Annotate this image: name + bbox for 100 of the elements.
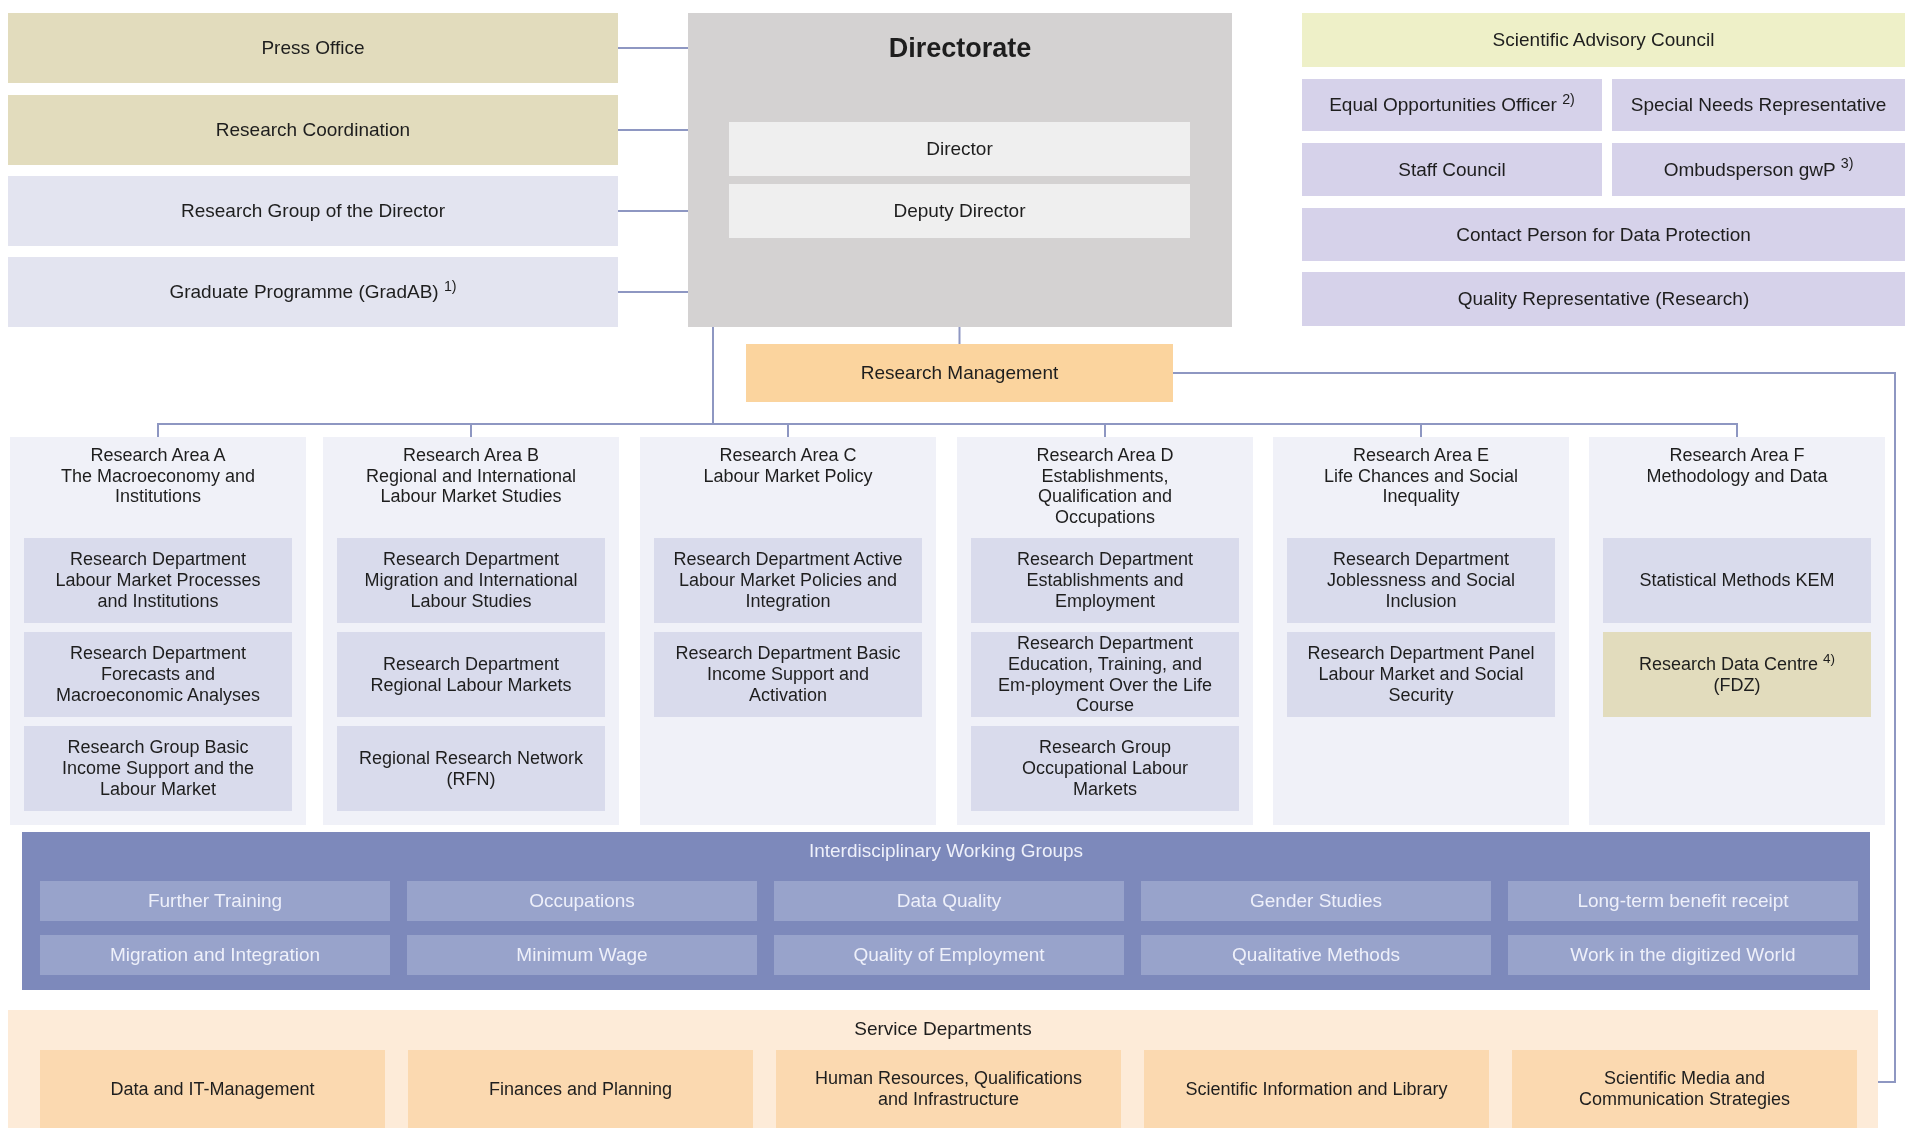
area-label: Research Area E xyxy=(1352,445,1490,466)
unit-box xyxy=(8,176,618,246)
unit-label: Research Department Education, Training, and Em-ployment Over the Life Course xyxy=(996,633,1214,716)
connector-line xyxy=(617,129,689,131)
unit-label: Director xyxy=(926,138,993,160)
unit-label: Data and IT-Management xyxy=(110,1078,315,1100)
unit-label: Research Group of the Director xyxy=(181,200,445,222)
unit-label: Graduate Programme (GradAB) $^{1)}$ xyxy=(169,281,457,303)
service-box xyxy=(1512,1050,1857,1128)
connector-line xyxy=(617,47,689,49)
unit-label: Equal Opportunities Officer $^{2)}$ xyxy=(1329,94,1575,116)
unit-label: Minimum Wage xyxy=(516,944,648,966)
panel-title: Service Departments xyxy=(854,1018,1032,1040)
working-group-box xyxy=(774,881,1124,921)
area-title: Life Chances and Social Inequality xyxy=(1322,465,1520,508)
area-label: Research Area B xyxy=(402,445,540,466)
research-area-panel xyxy=(640,437,936,825)
area-label: Research Area D xyxy=(1036,445,1174,466)
unit-label: Statistical Methods KEM xyxy=(1639,570,1835,591)
research-area-panel xyxy=(1589,437,1885,825)
working-group-box xyxy=(1508,935,1858,975)
unit-label: Research Department Migration and International Labour Studies xyxy=(363,549,579,612)
unit-label: Ombudsperson gwP $^{3)}$ xyxy=(1663,158,1854,181)
panel-title: Interdisciplinary Working Groups xyxy=(808,840,1084,862)
unit-label: Long-term benefit receipt xyxy=(1577,890,1789,912)
area-title: Methodology and Data xyxy=(1646,465,1828,487)
management-box xyxy=(746,344,1173,402)
connector-line xyxy=(617,291,689,293)
unit-label: Gender Studies xyxy=(1250,890,1382,912)
service-box xyxy=(776,1050,1121,1128)
service-panel xyxy=(8,1010,1878,1128)
working-group-box xyxy=(1508,881,1858,921)
working-group-box xyxy=(407,881,757,921)
unit-box xyxy=(729,122,1190,176)
department-box xyxy=(1603,632,1871,717)
unit-label: Quality of Employment xyxy=(853,944,1045,966)
area-title: Labour Market Policy xyxy=(703,465,873,487)
unit-label: Research Department Basic Income Support and Activation xyxy=(674,643,902,706)
unit-label: Research Department Regional Labour Markets xyxy=(369,653,573,696)
unit-box xyxy=(8,13,618,83)
unit-label: Quality Representative (Research) xyxy=(1457,288,1750,310)
area-label: Research Area C xyxy=(719,445,857,466)
unit-label: Occupations xyxy=(529,890,635,912)
unit-label: Regional Research Network (RFN) xyxy=(357,747,585,790)
unit-label: Staff Council xyxy=(1398,158,1506,181)
working-group-box xyxy=(407,935,757,975)
unit-label: Human Resources, Qualifications and Infrastructure xyxy=(813,1068,1084,1110)
area-title: Establishments, Qualification and Occupations xyxy=(1036,465,1174,528)
unit-label: Migration and Integration xyxy=(109,944,321,966)
working-group-box xyxy=(40,881,390,921)
unit-label: Finances and Planning xyxy=(488,1078,673,1100)
unit-label: Research Department Active Labour Market Policies and Integration xyxy=(672,549,904,612)
unit-label: Scientific Media and Communication Strategies xyxy=(1577,1068,1792,1110)
unit-label: Research Department Labour Market Processes and Institutions xyxy=(54,549,262,612)
unit-label: Research Department Forecasts and Macroeconomic Analyses xyxy=(54,643,262,706)
working-groups-panel xyxy=(22,832,1870,990)
research-area-panel xyxy=(323,437,619,825)
working-group-box xyxy=(774,935,1124,975)
working-group-box xyxy=(1141,881,1491,921)
unit-label: Special Needs Representative xyxy=(1630,94,1887,116)
unit-label: Research Department Panel Labour Market and Social Security xyxy=(1306,643,1536,706)
unit-box xyxy=(729,184,1190,238)
service-box xyxy=(40,1050,385,1128)
service-box xyxy=(1144,1050,1489,1128)
unit-box xyxy=(1302,272,1905,326)
unit-label: Data Quality xyxy=(896,890,1002,912)
unit-box xyxy=(1612,79,1905,131)
unit-label: Research Management xyxy=(860,362,1059,384)
research-area-panel xyxy=(10,437,306,825)
unit-label: Work in the digitized World xyxy=(1570,944,1796,966)
unit-label: Scientific Advisory Council xyxy=(1492,29,1715,51)
area-label: Research Area A xyxy=(90,445,226,466)
unit-label: Further Training xyxy=(147,890,283,912)
research-area-panel xyxy=(957,437,1253,825)
unit-label: Research Department Establishments and Employment xyxy=(1015,549,1195,612)
connector-line xyxy=(617,210,689,212)
unit-label: Research Department Joblessness and Social Inclusion xyxy=(1325,549,1517,612)
area-title: The Macroeconomy and Institutions xyxy=(59,465,257,508)
unit-box xyxy=(1302,208,1905,261)
unit-label: Scientific Information and Library xyxy=(1185,1078,1448,1100)
unit-box xyxy=(1302,143,1602,196)
unit-label: Research Coordination xyxy=(215,119,411,141)
panel-title: Directorate xyxy=(888,32,1032,65)
council-box xyxy=(1302,13,1905,67)
service-box xyxy=(408,1050,753,1128)
unit-label: Qualitative Methods xyxy=(1232,944,1400,966)
research-area-panel xyxy=(1273,437,1569,825)
unit-box xyxy=(1612,143,1905,196)
area-title: Regional and International Labour Market Studies xyxy=(364,465,578,508)
unit-box xyxy=(1302,79,1602,131)
unit-label: Press Office xyxy=(261,37,365,59)
working-group-box xyxy=(40,935,390,975)
unit-label: Contact Person for Data Protection xyxy=(1456,223,1751,246)
connector-line xyxy=(1172,372,1896,1083)
unit-box xyxy=(8,95,618,165)
directorate-panel xyxy=(688,13,1232,327)
unit-label: Research Group Occupational Labour Markets xyxy=(1020,737,1190,800)
unit-box xyxy=(8,257,618,327)
unit-label: Deputy Director xyxy=(893,200,1026,222)
unit-label: Research Data Centre $^{4)}$ (FDZ) xyxy=(1637,653,1837,696)
